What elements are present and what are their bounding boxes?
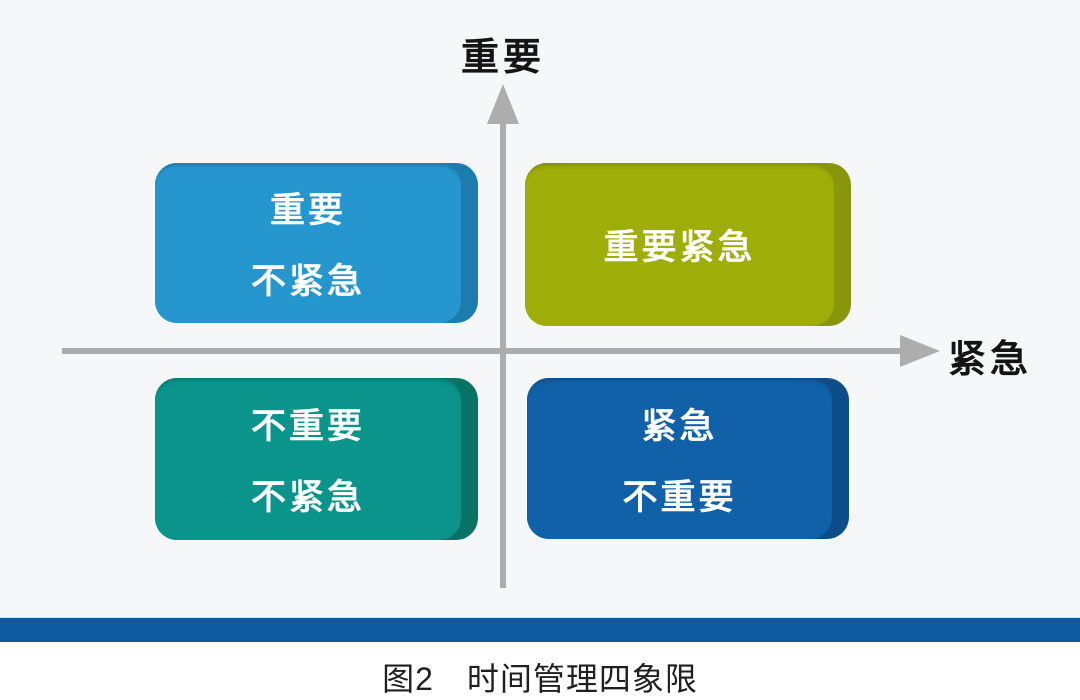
quadrant-label-line: 重要紧急	[603, 228, 756, 267]
quadrant-important-urgent: 重要紧急	[525, 163, 851, 326]
quadrant-face: 重要紧急	[525, 163, 834, 326]
quadrant-label-line: 不重要	[622, 477, 737, 517]
quadrant-important-not-urgent: 重要 不紧急	[155, 163, 478, 323]
x-axis-label: 紧急	[948, 339, 1033, 381]
quadrant-label-line: 不重要	[250, 407, 365, 446]
quadrant-label-line: 不紧急	[250, 262, 365, 301]
quadrant-label-line: 不紧急	[250, 478, 365, 517]
quadrant-face: 重要 不紧急	[155, 163, 461, 323]
quadrant-face: 不重要 不紧急	[155, 378, 461, 540]
caption-strip	[0, 642, 1080, 699]
x-axis-arrow-right-icon	[900, 335, 940, 367]
quadrant-label-line: 重要	[269, 191, 346, 230]
quadrant-face: 紧急 不重要	[527, 378, 832, 539]
y-axis-label: 重要	[460, 37, 546, 79]
figure-caption: 图2 时间管理四象限	[382, 661, 698, 697]
x-axis-line	[62, 348, 904, 354]
y-axis-arrow-up-icon	[487, 84, 519, 124]
quadrant-not-important-not-urgent: 不重要 不紧急	[155, 378, 478, 540]
quadrant-label-line: 紧急	[641, 406, 718, 446]
divider-bar	[0, 617, 1080, 643]
quadrant-urgent-not-important: 紧急 不重要	[527, 378, 849, 539]
